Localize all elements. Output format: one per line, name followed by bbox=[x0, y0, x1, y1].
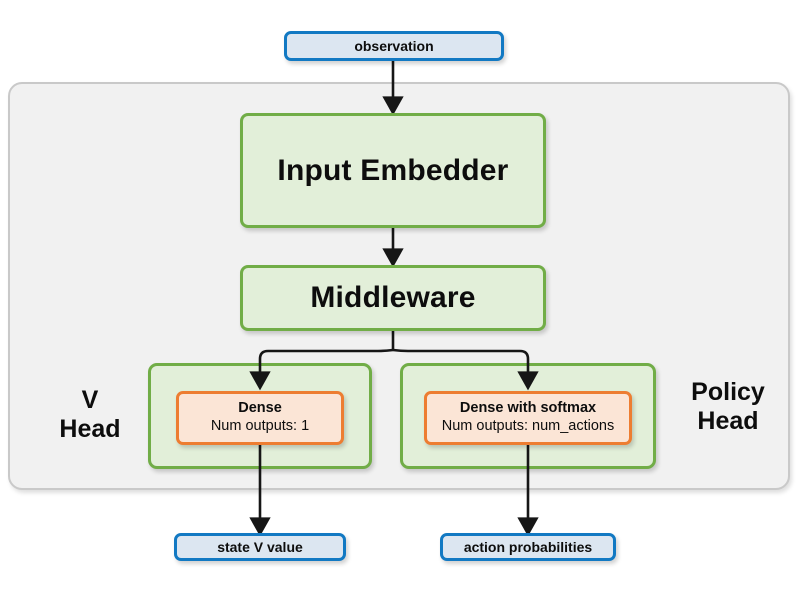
node-middleware-label: Middleware bbox=[310, 281, 476, 314]
node-observation[interactable]: observation bbox=[284, 31, 504, 61]
node-dense-v-head[interactable]: Dense Num outputs: 1 bbox=[176, 391, 344, 445]
label-policy-head-line1: Policy bbox=[691, 378, 765, 406]
node-dense-policy-head-title: Dense with softmax bbox=[459, 400, 597, 417]
node-state-v-value[interactable]: state V value bbox=[174, 533, 346, 561]
label-v-head-line2: Head bbox=[59, 415, 121, 443]
node-input-embedder[interactable]: Input Embedder bbox=[240, 113, 546, 228]
node-dense-policy-head-subtitle: Num outputs: num_actions bbox=[441, 418, 615, 434]
label-v-head: V Head bbox=[38, 386, 142, 444]
node-dense-policy-head[interactable]: Dense with softmax Num outputs: num_acti… bbox=[424, 391, 632, 445]
label-policy-head: Policy Head bbox=[666, 378, 790, 436]
label-policy-head-line2: Head bbox=[697, 407, 759, 435]
node-dense-v-head-subtitle: Num outputs: 1 bbox=[210, 418, 310, 434]
node-input-embedder-label: Input Embedder bbox=[277, 153, 509, 187]
node-observation-label: observation bbox=[354, 38, 434, 54]
label-v-head-line1: V bbox=[81, 386, 99, 414]
node-action-probabilities-label: action probabilities bbox=[463, 539, 593, 555]
node-dense-v-head-title: Dense bbox=[238, 400, 282, 417]
node-state-v-value-label: state V value bbox=[217, 539, 303, 555]
node-action-probabilities[interactable]: action probabilities bbox=[440, 533, 616, 561]
node-middleware[interactable]: Middleware bbox=[240, 265, 546, 331]
